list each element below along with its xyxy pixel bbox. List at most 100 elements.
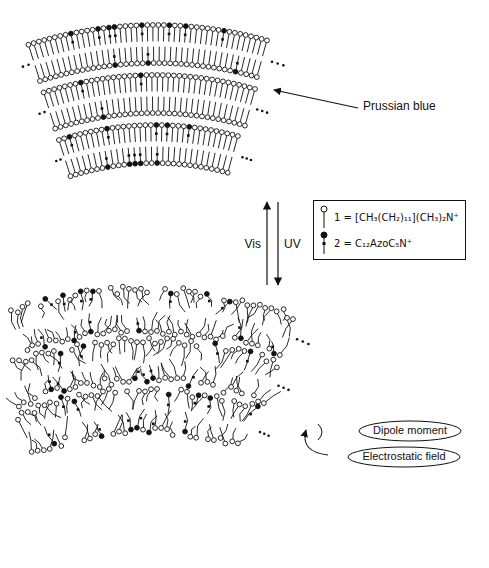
ammonium-head <box>215 168 220 173</box>
azo-group <box>166 133 169 136</box>
ammonium-head <box>144 161 149 166</box>
ammonium-head <box>111 342 116 347</box>
ammonium-head <box>204 76 209 81</box>
lipid-tail <box>220 427 225 441</box>
ammonium-head <box>84 169 89 174</box>
ammonium-head <box>38 304 43 309</box>
lipid-tail <box>34 329 37 341</box>
ammonium-head <box>94 128 99 133</box>
azo-group <box>50 303 53 306</box>
lipid-tail <box>170 47 172 61</box>
azo-surfactant-head <box>99 434 104 439</box>
lipid-tail <box>287 320 290 336</box>
lipid-tail <box>93 32 95 46</box>
lipid-tail <box>120 29 121 43</box>
ammonium-head <box>168 61 173 66</box>
ammonium-head <box>150 111 155 116</box>
lipid-tail <box>61 110 65 123</box>
lipid-tail <box>254 379 258 393</box>
ammonium-head <box>188 74 193 79</box>
lipid-tail <box>79 349 83 367</box>
ammonium-head <box>193 164 198 169</box>
lipid-tail <box>106 100 108 114</box>
lipid-tail <box>50 41 54 55</box>
lipid-tail <box>155 391 158 401</box>
azo-group <box>271 346 274 349</box>
ammonium-head <box>33 396 38 401</box>
ammonium-head <box>198 126 203 131</box>
continuation-dot <box>263 433 266 436</box>
lipid-tail <box>117 149 119 163</box>
ellipse-shape <box>359 421 461 441</box>
lipid-tail <box>244 354 250 371</box>
azo-group <box>89 321 92 324</box>
azo-group <box>141 33 144 36</box>
ammonium-head <box>91 66 96 71</box>
ammonium-head <box>95 167 100 172</box>
lipid-tail <box>237 36 240 50</box>
lipid-tail <box>65 161 69 174</box>
lipid-tail <box>224 324 233 334</box>
lipid-tail <box>194 80 196 94</box>
lipid-tail <box>168 397 169 415</box>
ammonium-head <box>189 339 194 344</box>
lipid-tail <box>146 391 150 401</box>
ammonium-head <box>178 112 183 117</box>
ammonium-head <box>230 439 235 444</box>
continuation-dot <box>276 62 279 65</box>
lipid-tail <box>208 132 210 146</box>
ellipse-node: Electrostatic field <box>347 446 461 468</box>
ammonium-head <box>23 359 28 364</box>
lipid-tail <box>108 80 110 94</box>
ammonium-head <box>249 73 254 78</box>
ammonium-head <box>141 427 146 432</box>
ammonium-head <box>99 127 104 132</box>
lipid-tail <box>236 56 239 70</box>
lipid-tail <box>241 57 244 71</box>
ammonium-head <box>28 402 33 407</box>
lipid-tail <box>196 150 198 164</box>
lipid-tail <box>265 369 275 375</box>
lipid-tail <box>125 28 127 42</box>
ammonium-head <box>230 132 235 137</box>
lipid-tail <box>134 147 135 161</box>
lipid-tail <box>231 406 238 418</box>
ammonium-head <box>114 376 119 381</box>
ammonium-head <box>181 124 186 129</box>
lipid-tail <box>97 424 101 434</box>
lipid-tail <box>93 397 102 410</box>
lipid-tail <box>229 137 232 151</box>
ammonium-head <box>261 401 266 406</box>
ammonium-head <box>58 125 63 130</box>
lipid-tail <box>225 377 233 390</box>
azo-group <box>169 300 172 303</box>
lipid-tail <box>240 88 243 102</box>
ammonium-head <box>93 432 98 437</box>
lipid-tail <box>112 99 114 113</box>
lipid-tail <box>151 77 152 91</box>
ammonium-head <box>178 23 183 28</box>
lipid-tail <box>150 127 151 141</box>
ammonium-head <box>244 340 249 345</box>
azo-group <box>136 322 139 325</box>
lipid-tail <box>185 148 186 162</box>
azo-surfactant-head <box>91 289 96 294</box>
lipid-tail <box>138 294 146 306</box>
lipid-tail <box>179 28 181 42</box>
ammonium-head <box>52 87 57 92</box>
ammonium-head <box>133 73 138 78</box>
lipid-tail <box>77 157 81 170</box>
lipid-tail <box>189 79 190 93</box>
lipid-tail <box>59 304 64 320</box>
lipid-tail <box>190 294 194 303</box>
ammonium-head <box>122 162 127 167</box>
ammonium-head <box>257 302 262 307</box>
ammonium-head <box>47 400 52 405</box>
lipid-tail <box>207 152 210 166</box>
ammonium-head <box>112 327 117 332</box>
lipid-tail <box>162 77 163 91</box>
ammonium-head <box>129 61 134 66</box>
ammonium-head <box>95 77 100 82</box>
lipid-tail <box>72 107 75 121</box>
ammonium-head <box>126 124 131 129</box>
